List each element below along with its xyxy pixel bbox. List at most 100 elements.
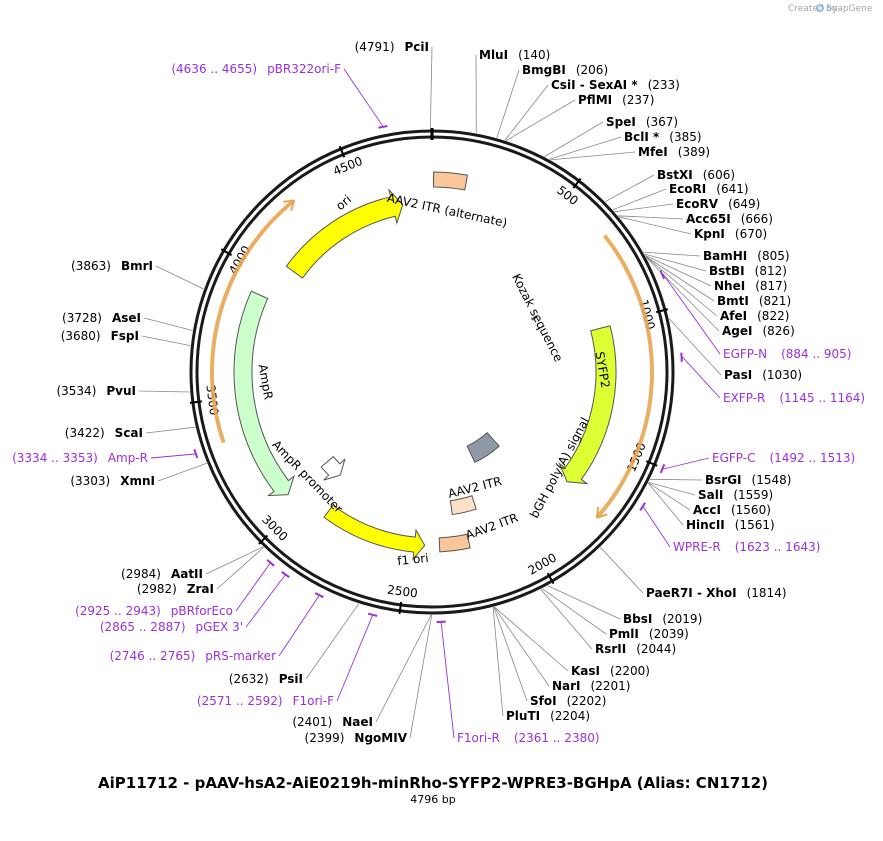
site-pvui[interactable]: (3534)PvuI <box>56 384 190 398</box>
primer-pgex-3[interactable]: (2865 .. 2887)pGEX 3' <box>100 571 290 634</box>
site-leader-line <box>648 482 691 511</box>
site-pluti[interactable]: PluTI(2204) <box>492 607 590 723</box>
primer-egfp-c[interactable]: EGFP-C(1492 .. 1513) <box>659 451 855 474</box>
primer-leader-line <box>150 453 195 459</box>
site-label: BclI *(385) <box>624 130 702 144</box>
site-csii-sexai[interactable]: CsiI - SexAI *(233) <box>504 78 680 141</box>
site-label: AfeI(822) <box>720 309 789 323</box>
site-leader-line <box>496 69 520 138</box>
site-label: BmgBI(206) <box>522 63 608 77</box>
site-leader-line <box>143 317 193 331</box>
site-label: KasI(2200) <box>571 664 650 678</box>
site-bbsi[interactable]: BbsI(2019) <box>547 585 702 626</box>
site-pmli[interactable]: PmlI(2039) <box>541 588 689 641</box>
site-naei[interactable]: (2401)NaeI <box>292 614 432 729</box>
site-label: (4791)PciI <box>355 40 429 54</box>
site-ecori[interactable]: EcoRI(641) <box>612 182 749 211</box>
site-scai[interactable]: (3422)ScaI <box>65 426 196 440</box>
primer-f1ori-r[interactable]: F1ori-R(2361 .. 2380) <box>436 620 600 745</box>
site-label: BbsI(2019) <box>623 612 702 626</box>
site-leader-line <box>550 151 636 161</box>
site-sfoi[interactable]: SfoI(2202) <box>493 606 607 708</box>
site-bstxi[interactable]: BstXI(606) <box>605 168 735 202</box>
site-pasi[interactable]: PasI(1030) <box>668 318 802 382</box>
map-title: AiP11712 - pAAV-hsA2-AiE0219h-minRho-SYF… <box>98 774 768 792</box>
site-pcii[interactable]: (4791)PciI <box>355 40 433 130</box>
primer-pbrforeco[interactable]: (2925 .. 2943)pBRforEco <box>75 559 275 618</box>
site-label: NheI(817) <box>714 279 787 293</box>
primer-mark <box>378 125 388 129</box>
site-rsrii[interactable]: RsrII(2044) <box>540 589 676 656</box>
primer-label: EGFP-N(884 .. 905) <box>723 347 852 361</box>
site-leader-line <box>647 482 684 526</box>
site-acci[interactable]: AccI(1560) <box>648 482 771 517</box>
primer-amp-r[interactable]: (3334 .. 3353)Amp-R <box>12 448 199 465</box>
site-kasi[interactable]: KasI(2200) <box>494 606 650 678</box>
snapgene-logo-icon <box>816 4 824 12</box>
site-label: RsrII(2044) <box>595 642 676 656</box>
site-psii[interactable]: (2632)PsiI <box>229 603 360 686</box>
ampr-promoter-feature <box>320 455 346 481</box>
site-leader-line <box>614 203 674 213</box>
primer-label: (2925 .. 2943)pBRforEco <box>75 604 233 618</box>
primer-leader-line <box>662 274 721 355</box>
site-leader-line <box>375 614 432 723</box>
primer-label: WPRE-R(1623 .. 1643) <box>673 540 820 554</box>
site-leader-line <box>649 478 703 481</box>
primer-prs-marker[interactable]: (2746 .. 2765)pRS-marker <box>110 592 324 663</box>
site-label: (3422)ScaI <box>65 426 143 440</box>
site-ngomiv[interactable]: (2399)NgoMIV <box>305 614 433 745</box>
site-leader-line <box>205 546 264 575</box>
map-length: 4796 bp <box>410 793 455 806</box>
site-label: PluTI(2204) <box>506 709 590 723</box>
site-paer7i-xhoi[interactable]: PaeR7I - XhoI(1814) <box>600 547 787 600</box>
site-bmti[interactable]: BmtI(821) <box>645 256 791 309</box>
site-hincii[interactable]: HincII(1561) <box>647 482 775 532</box>
primer-f1ori-f[interactable]: (2571 .. 2592)F1ori-F <box>197 612 378 708</box>
site-leader-line <box>668 318 722 376</box>
site-mlui[interactable]: MluI(140) <box>475 48 550 134</box>
site-nari[interactable]: NarI(2201) <box>493 606 630 693</box>
syfp2-label: SYFP2 <box>592 351 612 390</box>
site-leader-line <box>645 256 718 317</box>
site-nhei[interactable]: NheI(817) <box>645 255 787 293</box>
site-acc65i[interactable]: Acc65I(666) <box>618 212 773 226</box>
site-afei[interactable]: AfeI(822) <box>645 256 789 323</box>
site-kpni[interactable]: KpnI(670) <box>618 216 767 241</box>
site-label: KpnI(670) <box>694 227 767 241</box>
site-bmgbi[interactable]: BmgBI(206) <box>496 63 608 138</box>
primer-egfp-n[interactable]: EGFP-N(884 .. 905) <box>659 270 852 362</box>
site-label: (3680)FspI <box>61 329 139 343</box>
site-aatii[interactable]: (2984)AatII <box>121 546 264 581</box>
site-bstbi[interactable]: BstBI(812) <box>644 253 787 278</box>
site-ecorv[interactable]: EcoRV(649) <box>614 197 761 213</box>
site-sali[interactable]: SalI(1559) <box>648 482 774 502</box>
primer-leader-line <box>343 68 384 127</box>
site-asei[interactable]: (3728)AseI <box>62 311 193 331</box>
site-zrai[interactable]: (2982)ZraI <box>137 547 264 596</box>
site-bsrgi[interactable]: BsrGI(1548) <box>649 473 791 487</box>
tick-mark <box>189 400 202 404</box>
site-label: (2399)NgoMIV <box>305 731 408 745</box>
primer-exfp-r[interactable]: EXFP-R(1145 .. 1164) <box>680 352 865 405</box>
site-agei[interactable]: AgeI(826) <box>646 257 795 338</box>
site-bamhi[interactable]: BamHI(805) <box>643 249 790 263</box>
primer-label: EGFP-C(1492 .. 1513) <box>712 451 855 465</box>
site-label: BmtI(821) <box>717 294 791 308</box>
primer-label: EXFP-R(1145 .. 1164) <box>723 391 865 405</box>
site-mfei[interactable]: MfeI(389) <box>550 145 711 161</box>
primer-leader-line <box>235 563 271 612</box>
site-bcli[interactable]: BclI *(385) <box>549 130 702 160</box>
ori-feature <box>285 188 404 279</box>
site-spei[interactable]: SpeI(367) <box>544 115 678 157</box>
site-bmri[interactable]: (3863)BmrI <box>71 259 204 290</box>
primer-wpre-r[interactable]: WPRE-R(1623 .. 1643) <box>639 502 820 554</box>
site-label: BstXI(606) <box>657 168 735 182</box>
site-xmni[interactable]: (3303)XmnI <box>70 462 207 488</box>
site-leader-line <box>493 606 550 687</box>
primer-pbr322ori-f[interactable]: (4636 .. 4655)pBR322ori-F <box>171 62 388 129</box>
site-pflmi[interactable]: PflMI(237) <box>505 93 654 141</box>
site-fspi[interactable]: (3680)FspI <box>61 329 191 346</box>
primer-mark <box>281 571 290 579</box>
ampr-feature <box>233 290 295 497</box>
